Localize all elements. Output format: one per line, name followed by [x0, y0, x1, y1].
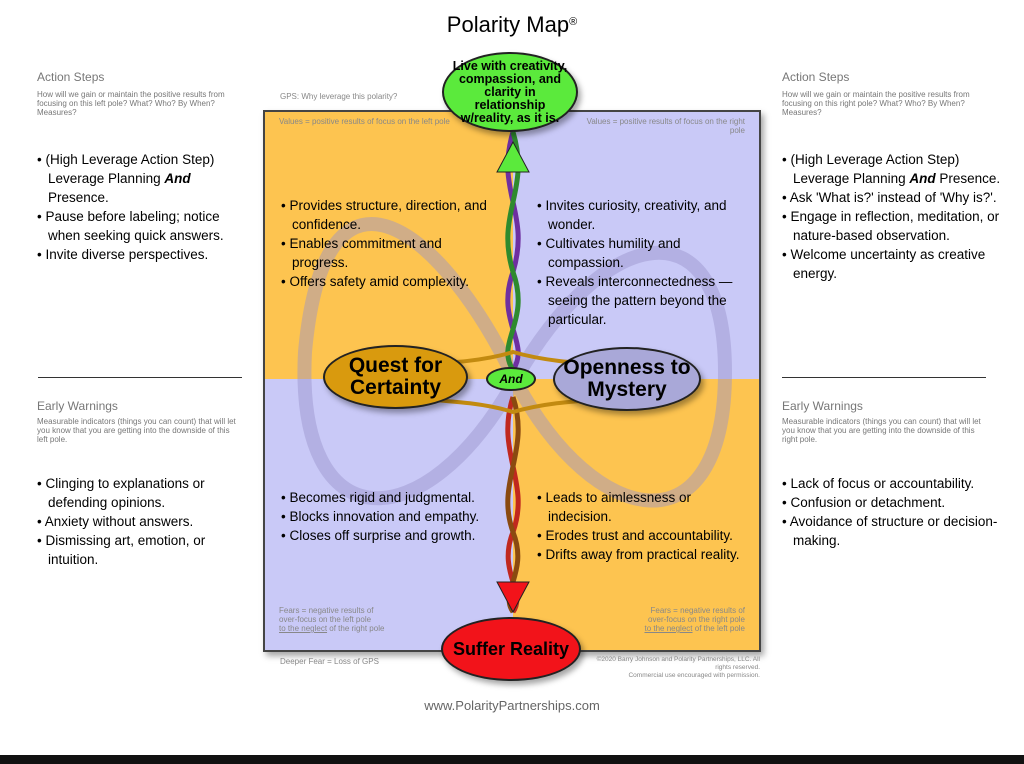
list-item: Provides structure, direction, and confi… — [281, 196, 501, 234]
right-warn-sub: Measurable indicators (things you can co… — [782, 417, 981, 444]
list-item: Invites curiosity, creativity, and wonde… — [537, 196, 757, 234]
right-warn-list: Lack of focus or accountability.Confusio… — [782, 474, 1002, 550]
upper-right-list: Invites curiosity, creativity, and wonde… — [537, 196, 757, 329]
deeper-fear-label: Deeper Fear = Loss of GPS — [280, 657, 379, 666]
gps-label: GPS: Why leverage this polarity? — [280, 92, 398, 101]
list-item: Becomes rigid and judgmental. — [281, 488, 501, 507]
divider — [38, 377, 242, 378]
upper-left-list: Provides structure, direction, and confi… — [281, 196, 501, 291]
lower-right-list: Leads to aimlessness or indecision.Erode… — [537, 488, 757, 564]
left-action-sub: How will we gain or maintain the positiv… — [37, 90, 225, 117]
list-item: Blocks innovation and empathy. — [281, 507, 501, 526]
list-item: Drifts away from practical reality. — [537, 545, 757, 564]
left-action-heading: Action Steps — [37, 70, 105, 84]
divider — [782, 377, 986, 378]
list-item: Reveals interconnectedness — seeing the … — [537, 272, 757, 329]
copyright: ©2020 Barry Johnson and Polarity Partner… — [596, 656, 760, 679]
values-left-label: Values = positive results of focus on th… — [279, 117, 450, 126]
list-item: Invite diverse perspectives. — [37, 245, 237, 264]
list-item: Engage in reflection, meditation, or nat… — [782, 207, 1017, 245]
right-warn-heading: Early Warnings — [782, 399, 863, 413]
list-item: Welcome uncertainty as creative energy. — [782, 245, 1017, 283]
list-item: Anxiety without answers. — [37, 512, 237, 531]
list-item: Lack of focus or accountability. — [782, 474, 1002, 493]
right-action-sub: How will we gain or maintain the positiv… — [782, 90, 970, 117]
lower-left-list: Becomes rigid and judgmental.Blocks inno… — [281, 488, 501, 545]
list-item: (High Leverage Action Step) Leverage Pla… — [782, 150, 1017, 188]
right-pole-ellipse: Openness to Mystery — [553, 347, 701, 411]
list-item: Pause before labeling; notice when seeki… — [37, 207, 237, 245]
bottom-bar — [0, 755, 1024, 764]
list-item: Closes off surprise and growth. — [281, 526, 501, 545]
list-item: Avoidance of structure or decision-makin… — [782, 512, 1002, 550]
list-item: Leads to aimlessness or indecision. — [537, 488, 757, 526]
deeper-fear-ellipse: Suffer Reality — [441, 617, 581, 681]
page-title: Polarity Map® — [446, 12, 578, 37]
list-item: Clinging to explanations or defending op… — [37, 474, 237, 512]
and-ellipse: And — [486, 367, 536, 391]
list-item: Dismissing art, emotion, or intuition. — [37, 531, 237, 569]
left-action-list: (High Leverage Action Step) Leverage Pla… — [37, 150, 237, 264]
list-item: Ask 'What is?' instead of 'Why is?'. — [782, 188, 1017, 207]
left-pole-ellipse: Quest for Certainty — [323, 345, 468, 409]
left-warn-list: Clinging to explanations or defending op… — [37, 474, 237, 569]
list-item: Cultivates humility and compassion. — [537, 234, 757, 272]
right-action-list: (High Leverage Action Step) Leverage Pla… — [782, 150, 1017, 283]
list-item: Erodes trust and accountability. — [537, 526, 757, 545]
list-item: (High Leverage Action Step) Leverage Pla… — [37, 150, 237, 207]
right-action-heading: Action Steps — [782, 70, 850, 84]
list-item: Confusion or detachment. — [782, 493, 1002, 512]
left-warn-sub: Measurable indicators (things you can co… — [37, 417, 236, 444]
footer-url[interactable]: www.PolarityPartnerships.com — [424, 698, 600, 713]
list-item: Enables commitment and progress. — [281, 234, 501, 272]
left-warn-heading: Early Warnings — [37, 399, 118, 413]
values-right-label: Values = positive results of focus on th… — [586, 117, 745, 135]
list-item: Offers safety amid complexity. — [281, 272, 501, 291]
gps-ellipse: Live with creativity, compassion, and cl… — [442, 52, 578, 132]
